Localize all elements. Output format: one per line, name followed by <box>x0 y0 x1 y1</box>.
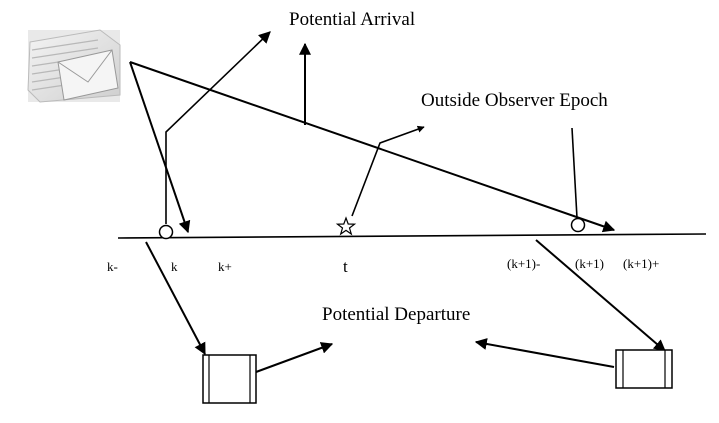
arrival-diagonal-short <box>130 62 188 232</box>
outside-observer-epoch-label: Outside Observer Epoch <box>421 90 608 111</box>
arrival-event-marker <box>160 226 173 239</box>
potential-departure-label: Potential Departure <box>322 304 470 325</box>
arrival-diagonal-long <box>130 62 614 230</box>
server-box-icon <box>616 350 672 388</box>
tick-k1-plus: (k+1)+ <box>623 256 659 271</box>
time-axis <box>118 234 706 238</box>
server-box-icon <box>203 355 256 403</box>
observer-epoch-line <box>572 128 577 218</box>
envelope-stack-icon <box>28 30 120 102</box>
tick-k-minus: k- <box>107 259 118 274</box>
arrival-pointer-left <box>166 32 270 224</box>
tick-k1-minus: (k+1)- <box>507 256 540 271</box>
departure-pointer-right <box>476 342 614 367</box>
tick-k-plus: k+ <box>218 259 232 274</box>
tick-k1: (k+1) <box>575 256 604 271</box>
observer-pointer <box>352 127 424 216</box>
star-icon <box>338 218 355 234</box>
observer-epoch-marker <box>572 219 585 232</box>
departure-pointer-left <box>256 344 332 372</box>
tick-k: k <box>171 259 178 274</box>
potential-arrival-label: Potential Arrival <box>289 9 415 30</box>
tick-t: t <box>343 257 348 276</box>
